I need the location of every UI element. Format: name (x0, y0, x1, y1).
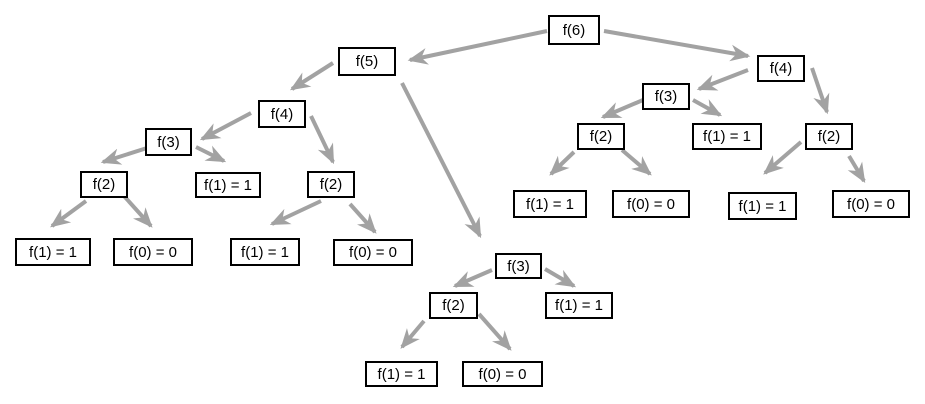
edge-f5-to-f4_l (289, 61, 335, 91)
tree-node-f4_l: f(4) (258, 100, 306, 128)
tree-node-f1_rll_l: f(1) = 1 (513, 190, 587, 218)
edge-f2_rll-to-f0_rll_r (620, 148, 652, 176)
tree-node-f3_m: f(3) (495, 253, 542, 279)
edge-f2_m-to-f0_m_r (477, 312, 512, 351)
tree-node-f5: f(5) (338, 47, 396, 76)
tree-node-f2_rll: f(2) (577, 123, 625, 150)
edge-f3_rl-to-f1_rlr (692, 98, 723, 117)
tree-node-f2_lll: f(2) (80, 171, 128, 198)
edge-f3_rl-to-f2_rll (600, 98, 644, 119)
tree-node-f0_lr_r: f(0) = 0 (333, 239, 413, 266)
tree-node-f1_llr: f(1) = 1 (195, 172, 261, 198)
tree-node-f1_mr: f(1) = 1 (545, 292, 613, 319)
edge-f2_lll-to-f0_lll_r (122, 194, 153, 228)
edge-f2_lr-to-f1_lr_l (269, 199, 322, 226)
edge-f4_r-to-f2_rr (810, 67, 830, 115)
tree-node-f3_rl: f(3) (642, 83, 690, 110)
tree-node-f1_lll_l: f(1) = 1 (15, 238, 91, 266)
tree-node-f3_ll: f(3) (145, 128, 192, 156)
edge-f3_m-to-f2_m (452, 268, 493, 288)
tree-node-f4_r: f(4) (757, 55, 805, 82)
edge-f4_l-to-f2_lr (309, 115, 335, 165)
edge-f6-to-f5 (407, 29, 548, 65)
edge-f3_m-to-f1_mr (543, 267, 577, 288)
tree-node-f0_rll_r: f(0) = 0 (612, 190, 690, 218)
edge-f2_rr-to-f0_rr_r (847, 154, 866, 184)
edge-f4_r-to-f3_rl (696, 68, 749, 91)
edge-f4_l-to-f3_ll (199, 111, 252, 141)
edge-f5-to-f3_m (400, 82, 482, 239)
tree-node-f1_m_l: f(1) = 1 (365, 361, 438, 387)
tree-node-f1_rlr: f(1) = 1 (692, 123, 762, 150)
edge-f6-to-f4_r (603, 29, 751, 62)
tree-node-f6: f(6) (548, 15, 600, 45)
tree-node-f0_lll_r: f(0) = 0 (113, 238, 193, 266)
tree-node-f1_lr_l: f(1) = 1 (230, 238, 300, 266)
edge-f2_lll-to-f1_lll_l (50, 199, 88, 228)
tree-node-f2_m: f(2) (429, 292, 478, 319)
edge-f2_lr-to-f0_lr_r (348, 202, 377, 234)
edge-f2_rr-to-f1_rr_l (763, 140, 803, 175)
tree-node-f1_rr_l: f(1) = 1 (728, 192, 797, 220)
tree-node-f0_m_r: f(0) = 0 (462, 361, 543, 387)
tree-node-f2_rr: f(2) (805, 123, 853, 150)
tree-node-f0_rr_r: f(0) = 0 (832, 190, 910, 218)
edge-f3_ll-to-f1_llr (195, 145, 227, 163)
edge-f2_rll-to-f1_rll_l (549, 150, 576, 176)
edge-f3_ll-to-f2_lll (100, 146, 148, 165)
tree-node-f2_lr: f(2) (307, 171, 355, 198)
edge-f2_m-to-f1_m_l (400, 319, 426, 349)
